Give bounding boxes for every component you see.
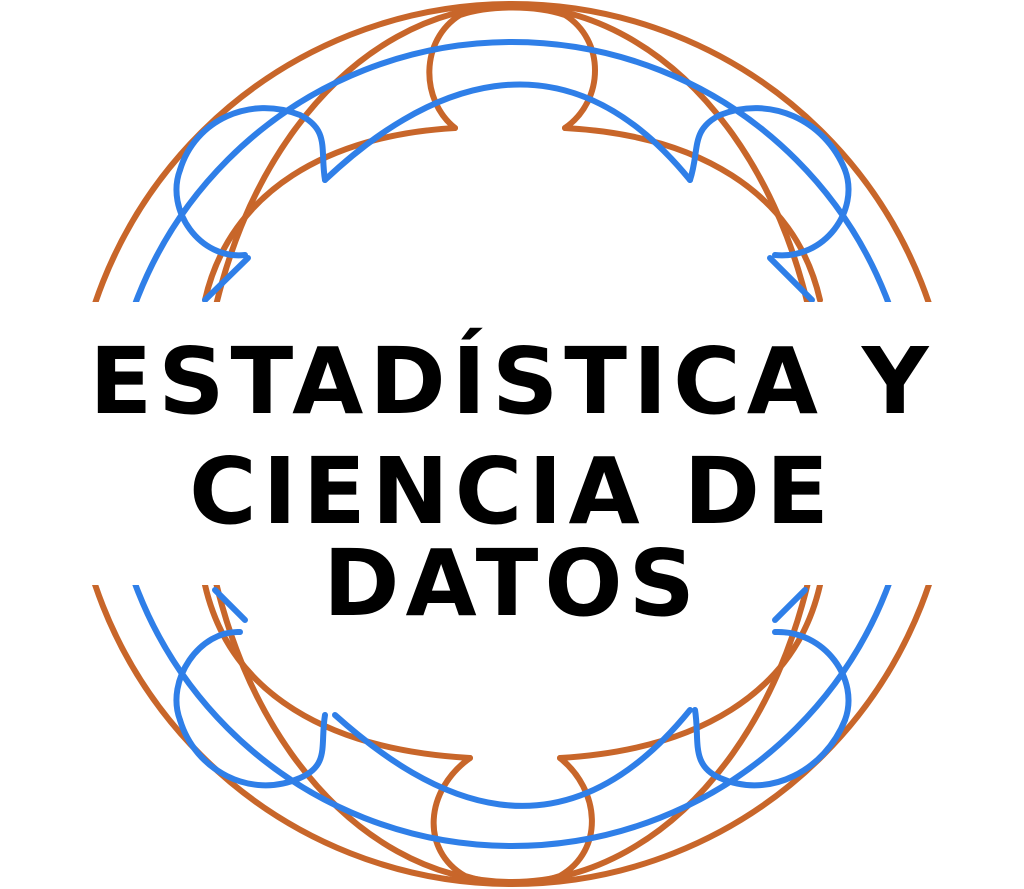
logo-title-line-1: ESTADÍSTICA Y [89, 328, 935, 435]
blue-arcs [107, 39, 917, 849]
logo-title-line-2: CIENCIA DE DATOS [189, 438, 835, 637]
